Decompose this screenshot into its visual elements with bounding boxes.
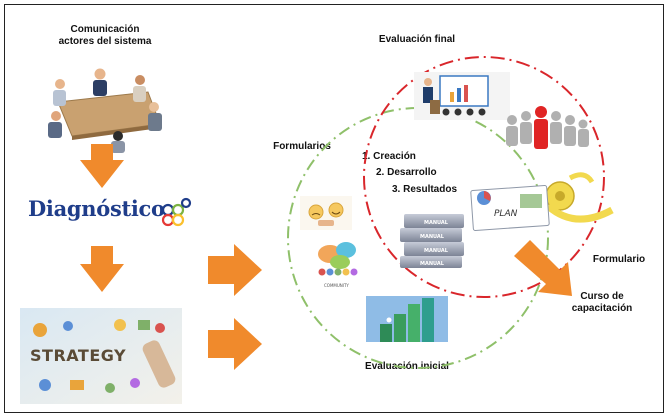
evaluacion-final-label: Evaluación final: [378, 34, 456, 45]
growth-bars-illustration: [366, 296, 448, 342]
communication-title-line2: actores del sistema: [58, 36, 152, 47]
arrow-down-2: [80, 246, 124, 292]
diagnostico-logo-icon: [161, 197, 192, 227]
community-illustration: COMMUNITY: [318, 242, 358, 288]
step-desarrollo: 2. Desarrollo: [376, 167, 437, 178]
formularios-label: Formularios: [273, 141, 331, 152]
green-dashed-circle: [287, 107, 549, 369]
manual-stack-illustration: MANUAL MANUAL MANUAL MANUAL: [400, 214, 464, 268]
arrow-right-1: [208, 244, 262, 296]
red-dashdot-circle: [363, 56, 605, 298]
manual-text-4: MANUAL: [420, 261, 445, 267]
diagnostico-label: Diagnóstico: [28, 196, 165, 221]
step-resultados: 3. Resultados: [392, 184, 458, 195]
arrow-down-1: [80, 144, 124, 188]
strategy-word: STRATEGY: [30, 346, 127, 365]
curso-label: Curso de capacitación: [562, 291, 642, 315]
manual-text-2: MANUAL: [420, 234, 445, 240]
communication-title-line1: Comunicación: [70, 24, 140, 35]
curso-line2: capacitación: [571, 303, 633, 314]
team-leader-illustration: [506, 106, 589, 149]
evaluacion-inicial-label: Evaluación inicial: [365, 361, 449, 372]
community-text: COMMUNITY: [324, 283, 349, 288]
meeting-illustration: [48, 68, 162, 153]
plan-notebook-illustration: PLAN: [470, 185, 550, 231]
formulario-label: Formulario: [592, 254, 646, 265]
arrow-right-2: [208, 318, 262, 370]
arrow-to-curso: [514, 240, 572, 296]
plan-text: PLAN: [494, 209, 518, 219]
manual-text-1: MANUAL: [424, 220, 449, 226]
step-creacion: 1. Creación: [362, 151, 416, 162]
presenter-illustration: [414, 72, 510, 120]
communication-title: Comunicación actores del sistema: [50, 24, 160, 48]
feedback-faces-illustration: [300, 196, 352, 230]
strategy-image: [20, 308, 182, 404]
curso-line1: Curso de: [580, 291, 624, 302]
manual-text-3: MANUAL: [424, 248, 449, 254]
